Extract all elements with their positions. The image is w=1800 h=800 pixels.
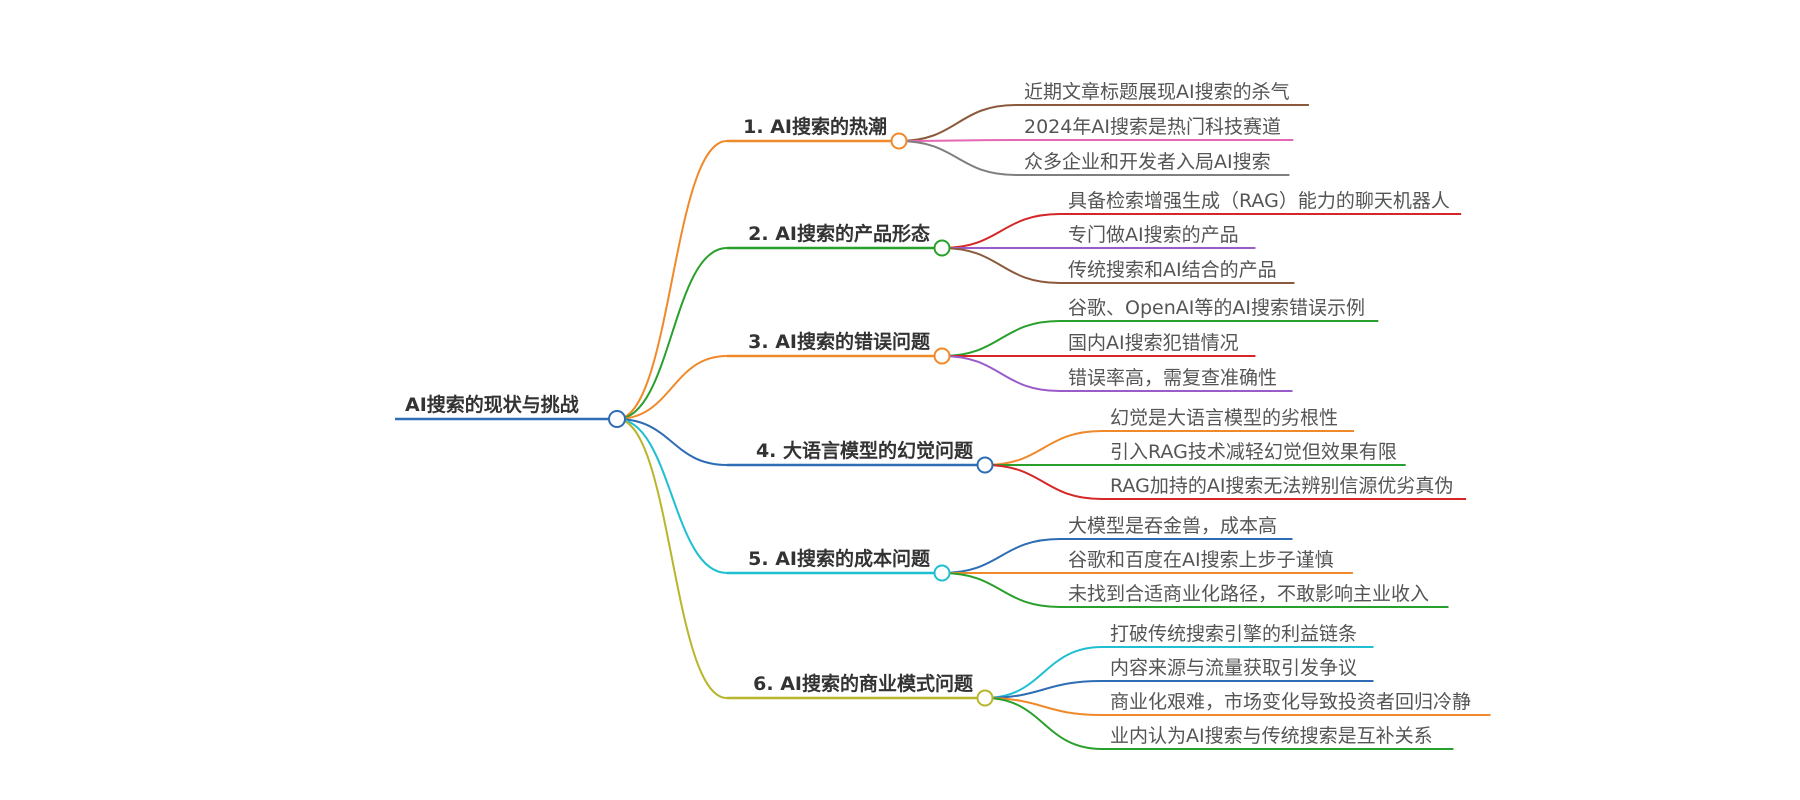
leaf-topic[interactable]: 2024年AI搜索是热门科技赛道 bbox=[1024, 116, 1281, 138]
leaf-topic[interactable]: 幻觉是大语言模型的劣根性 bbox=[1110, 407, 1338, 429]
leaf-topic[interactable]: 商业化艰难，市场变化导致投资者回归冷静 bbox=[1110, 691, 1471, 713]
branch-link bbox=[616, 355, 728, 420]
leaf-link bbox=[984, 697, 1103, 716]
branch-link bbox=[616, 418, 728, 699]
leaf-link bbox=[984, 680, 1103, 699]
branch-topic[interactable]: 3. AI搜索的错误问题 bbox=[748, 330, 930, 353]
branch-link bbox=[616, 247, 728, 420]
leaf-link bbox=[941, 538, 1061, 574]
leaf-topic[interactable]: 传统搜索和AI结合的产品 bbox=[1068, 259, 1277, 281]
leaf-link bbox=[898, 104, 1017, 142]
mindmap-links bbox=[616, 104, 1103, 750]
leaf-topic[interactable]: RAG加持的AI搜索无法辨别信源优劣真伪 bbox=[1110, 475, 1453, 497]
leaf-link bbox=[898, 140, 1017, 176]
leaf-link bbox=[941, 572, 1061, 608]
leaf-topic[interactable]: 打破传统搜索引擎的利益链条 bbox=[1110, 623, 1357, 645]
leaf-link bbox=[984, 430, 1103, 466]
branch-collapse-toggle[interactable] bbox=[976, 456, 994, 474]
branch-topic[interactable]: 1. AI搜索的热潮 bbox=[743, 115, 887, 138]
leaf-topic[interactable]: 业内认为AI搜索与传统搜索是互补关系 bbox=[1110, 725, 1433, 747]
leaf-topic[interactable]: 未找到合适商业化路径，不敢影响主业收入 bbox=[1068, 583, 1429, 605]
leaf-topic[interactable]: 内容来源与流量获取引发争议 bbox=[1110, 657, 1357, 679]
leaf-topic[interactable]: 谷歌、OpenAI等的AI搜索错误示例 bbox=[1068, 297, 1365, 319]
leaf-link bbox=[984, 646, 1103, 699]
leaf-link bbox=[984, 464, 1103, 500]
branch-collapse-toggle[interactable] bbox=[933, 564, 951, 582]
leaf-link bbox=[941, 320, 1061, 357]
leaf-link bbox=[984, 697, 1103, 750]
leaf-topic[interactable]: 专门做AI搜索的产品 bbox=[1068, 224, 1239, 246]
branch-collapse-toggle[interactable] bbox=[976, 689, 994, 707]
branch-topic[interactable]: 6. AI搜索的商业模式问题 bbox=[753, 672, 973, 695]
branch-collapse-toggle[interactable] bbox=[933, 347, 951, 365]
mindmap-nodes: AI搜索的现状与挑战 1. AI搜索的热潮 近期文章标题展现AI搜索的杀气 2024年… bbox=[395, 81, 1491, 750]
leaf-topic[interactable]: 众多企业和开发者入局AI搜索 bbox=[1024, 151, 1271, 173]
branch-link bbox=[616, 418, 728, 466]
leaf-topic[interactable]: 错误率高，需复查准确性 bbox=[1068, 367, 1277, 389]
root-collapse-toggle[interactable] bbox=[608, 410, 626, 428]
branch-collapse-toggle[interactable] bbox=[933, 239, 951, 257]
leaf-topic[interactable]: 大模型是吞金兽，成本高 bbox=[1068, 515, 1277, 537]
branch-collapse-toggle[interactable] bbox=[890, 132, 908, 150]
leaf-link bbox=[941, 355, 1061, 392]
leaf-topic[interactable]: 国内AI搜索犯错情况 bbox=[1068, 332, 1239, 354]
branch-link bbox=[616, 140, 728, 420]
leaf-link bbox=[941, 213, 1061, 249]
leaf-link bbox=[898, 139, 1017, 142]
leaf-topic[interactable]: 引入RAG技术减轻幻觉但效果有限 bbox=[1110, 441, 1397, 463]
leaf-topic[interactable]: 具备检索增强生成（RAG）能力的聊天机器人 bbox=[1068, 190, 1450, 212]
leaf-link bbox=[941, 247, 1061, 284]
branch-topic[interactable]: 5. AI搜索的成本问题 bbox=[748, 547, 930, 570]
leaf-topic[interactable]: 近期文章标题展现AI搜索的杀气 bbox=[1024, 81, 1290, 103]
branch-topic[interactable]: 4. 大语言模型的幻觉问题 bbox=[756, 439, 973, 462]
leaf-topic[interactable]: 谷歌和百度在AI搜索上步子谨慎 bbox=[1068, 549, 1334, 571]
branch-topic[interactable]: 2. AI搜索的产品形态 bbox=[748, 222, 930, 245]
branch-link bbox=[616, 418, 728, 574]
root-topic[interactable]: AI搜索的现状与挑战 bbox=[405, 393, 579, 416]
